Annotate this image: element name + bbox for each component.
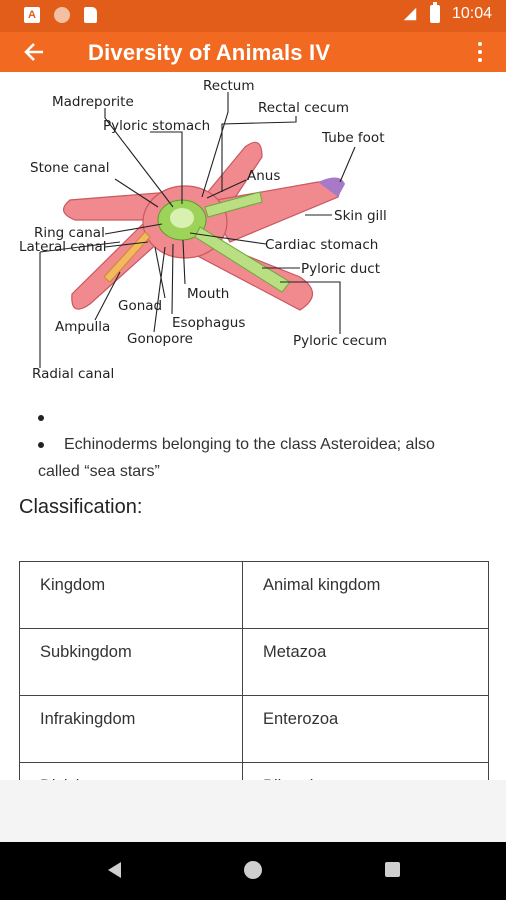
circle-notification-icon bbox=[54, 7, 70, 23]
label-cardiac-stomach: Cardiac stomach bbox=[265, 237, 378, 253]
table-cell: Enterozoa bbox=[242, 695, 489, 763]
overflow-menu-button[interactable] bbox=[468, 38, 492, 66]
list-item bbox=[38, 404, 478, 431]
table-row: Infrakingdom Enterozoa bbox=[19, 695, 489, 763]
classification-heading: Classification: bbox=[19, 496, 143, 518]
diagram-labels: Rectum Madreporite Pyloric stomach Recta… bbox=[19, 78, 387, 382]
table-cell: Kingdom bbox=[19, 561, 243, 629]
page-title: Diversity of Animals IV bbox=[88, 40, 331, 65]
nav-home-icon[interactable] bbox=[244, 861, 262, 879]
label-ampulla: Ampulla bbox=[55, 319, 110, 335]
table-row: Kingdom Animal kingdom bbox=[19, 561, 489, 629]
label-gonad: Gonad bbox=[118, 298, 162, 314]
starfish-anatomy-diagram: Rectum Madreporite Pyloric stomach Recta… bbox=[0, 72, 506, 392]
label-gonopore: Gonopore bbox=[127, 331, 193, 347]
classification-table: Kingdom Animal kingdom Subkingdom Metazo… bbox=[19, 561, 489, 780]
table-cell: Division bbox=[19, 762, 243, 780]
label-mouth: Mouth bbox=[187, 286, 229, 302]
table-row: Division Bilateria bbox=[19, 762, 489, 780]
table-cell: Metazoa bbox=[242, 628, 489, 696]
arrow-back-icon bbox=[24, 43, 43, 61]
table-cell: Subkingdom bbox=[19, 628, 243, 696]
label-stone-canal: Stone canal bbox=[30, 160, 110, 176]
label-madreporite: Madreporite bbox=[52, 94, 134, 110]
label-pyloric-stomach: Pyloric stomach bbox=[103, 118, 210, 134]
label-ring-canal: Ring canal bbox=[34, 225, 105, 241]
list-item: Echinoderms belonging to the class Aster… bbox=[38, 431, 478, 485]
system-icons: 10:04 bbox=[402, 2, 492, 23]
table-cell: Infrakingdom bbox=[19, 695, 243, 763]
more-vert-icon bbox=[478, 42, 482, 46]
label-pyloric-duct: Pyloric duct bbox=[301, 261, 380, 277]
bullet-dot bbox=[38, 442, 44, 448]
starfish-diagram-svg: Rectum Madreporite Pyloric stomach Recta… bbox=[19, 78, 387, 382]
notification-icons: A bbox=[24, 7, 97, 23]
table-cell: Bilateria bbox=[242, 762, 489, 780]
system-nav-bar bbox=[0, 842, 506, 900]
label-lateral-canal: Lateral canal bbox=[19, 239, 107, 255]
starfish-body bbox=[63, 141, 345, 311]
leader-lines bbox=[39, 92, 356, 368]
label-anus: Anus bbox=[247, 168, 280, 184]
table-cell: Animal kingdom bbox=[242, 561, 489, 629]
bullet-dot bbox=[38, 415, 44, 421]
bullet-text: Echinoderms belonging to the class Aster… bbox=[38, 436, 435, 480]
table-row: Subkingdom Metazoa bbox=[19, 628, 489, 696]
clock: 10:04 bbox=[451, 5, 492, 22]
app-bar: Diversity of Animals IV bbox=[0, 32, 506, 72]
nav-back-icon[interactable] bbox=[108, 862, 121, 878]
label-pyloric-cecum: Pyloric cecum bbox=[293, 333, 387, 349]
status-bar: A 10:04 bbox=[0, 0, 506, 32]
label-skin-gill: Skin gill bbox=[334, 208, 387, 224]
label-rectal-cecum: Rectal cecum bbox=[258, 100, 349, 116]
content-scroll-area[interactable]: Rectum Madreporite Pyloric stomach Recta… bbox=[0, 72, 506, 780]
nav-recents-icon[interactable] bbox=[385, 862, 400, 877]
signal-icon bbox=[403, 7, 417, 21]
label-esophagus: Esophagus bbox=[172, 315, 245, 331]
sd-card-icon bbox=[84, 7, 97, 23]
back-button[interactable] bbox=[20, 38, 48, 66]
label-tube-foot: Tube foot bbox=[321, 130, 384, 146]
label-rectum: Rectum bbox=[203, 78, 255, 94]
label-radial-canal: Radial canal bbox=[32, 366, 114, 382]
a-notification-icon: A bbox=[24, 7, 40, 23]
bullet-list: Echinoderms belonging to the class Aster… bbox=[38, 404, 478, 485]
battery-icon bbox=[429, 2, 440, 23]
bottom-panel bbox=[0, 780, 506, 842]
